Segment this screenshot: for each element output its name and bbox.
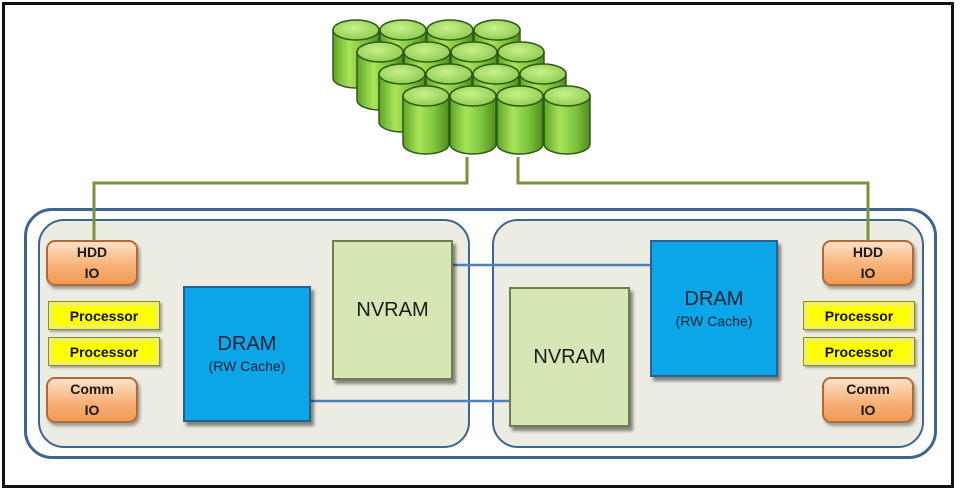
right-processor-2: Processor [803,337,915,366]
storage-link-left [92,157,469,243]
right-dram-title: DRAM [684,287,744,310]
left-dram-block: DRAM (RW Cache) [183,286,311,422]
disk-array [332,19,591,155]
right-processor-1: Processor [803,301,915,330]
disk-cylinder-icon [543,85,591,155]
disk-cylinder-icon [402,85,450,155]
left-hdd-io-line2: IO [84,265,100,281]
right-dram-subtitle: (RW Cache) [675,312,753,329]
left-hdd-io-line1: HDD [76,244,108,260]
left-processor-2: Processor [48,337,160,366]
right-dram-block: DRAM (RW Cache) [650,240,778,377]
right-nvram-block: NVRAM [509,287,630,427]
storage-link-right [516,157,870,243]
right-comm-io-line1: Comm [846,381,890,397]
disk-cylinder-icon [496,85,544,155]
right-comm-io-line2: IO [860,402,876,418]
left-dram-subtitle: (RW Cache) [208,358,286,374]
diagram-frame [2,2,954,488]
right-hdd-io-line1: HDD [852,244,884,260]
right-hdd-io-line2: IO [860,265,876,281]
left-comm-io-line2: IO [84,402,100,418]
disk-cylinder-icon [449,85,497,155]
left-dram-title: DRAM [217,333,277,355]
left-comm-io-line1: Comm [70,381,114,397]
right-hdd-io-box: HDD IO [822,240,914,286]
left-nvram-block: NVRAM [332,240,453,380]
left-processor-1: Processor [48,301,160,330]
left-hdd-io-box: HDD IO [46,240,138,286]
left-comm-io-box: Comm IO [46,377,138,423]
right-comm-io-box: Comm IO [822,377,914,423]
